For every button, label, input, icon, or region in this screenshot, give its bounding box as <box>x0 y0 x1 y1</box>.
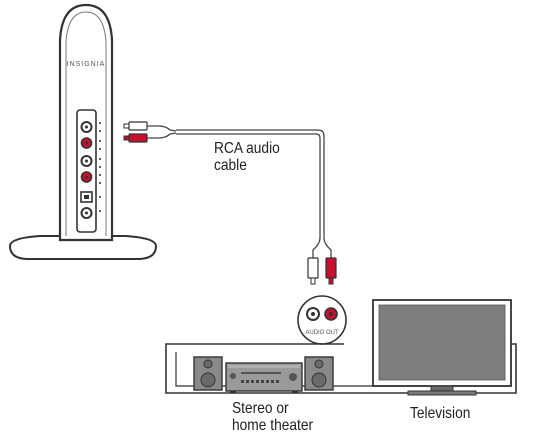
stereo-label-line1: Stereo or <box>232 400 289 417</box>
transmitter: INSIGNIA <box>8 3 158 260</box>
left-speaker <box>193 356 223 391</box>
audio-out-callout: AUDIO OUT <box>297 295 347 345</box>
rca-plug-red-bottom <box>325 257 337 285</box>
stereo-label: Stereo or home theater <box>232 400 313 434</box>
rca-plug-red-top <box>123 133 148 143</box>
entertainment-shelf <box>165 343 517 394</box>
tv-stand <box>407 390 477 396</box>
cable-label-line1: RCA audio <box>214 140 280 157</box>
right-speaker <box>304 356 334 391</box>
stereo-label-line2: home theater <box>232 417 314 434</box>
av-receiver <box>225 362 303 393</box>
cable-label: RCA audio cable <box>214 140 280 174</box>
rca-plug-white-top <box>123 121 148 131</box>
television <box>372 299 512 396</box>
transmitter-brand: INSIGNIA <box>67 61 106 68</box>
audio-out-label: AUDIO OUT <box>305 330 339 336</box>
transmitter-base <box>8 235 158 260</box>
cable-label-line2: cable <box>214 157 247 174</box>
tv-screen <box>378 304 506 381</box>
stereo-system <box>193 356 334 393</box>
rca-plug-white-bottom <box>307 257 319 285</box>
tv-label: Television <box>410 405 471 422</box>
rca-cable <box>123 121 337 285</box>
